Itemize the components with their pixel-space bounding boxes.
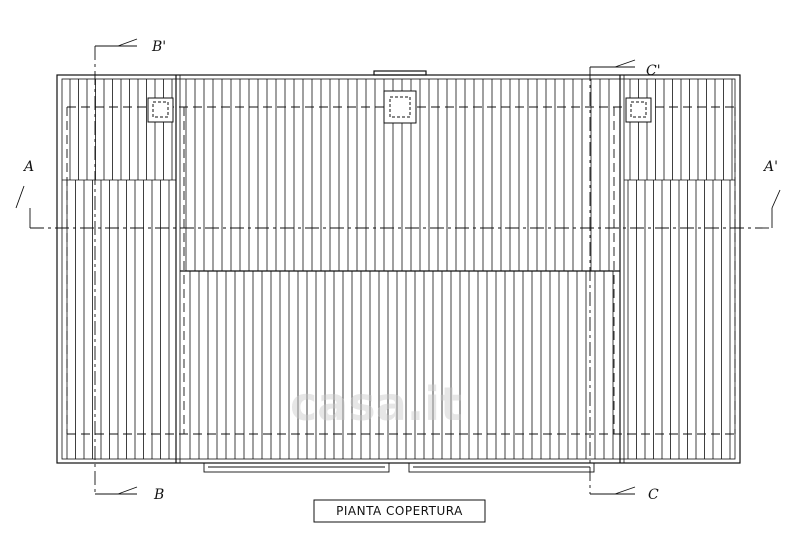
section-line-b (94, 38, 138, 495)
balcony-right (408, 462, 595, 473)
drawing-title: PIANTA COPERTURA (336, 504, 463, 518)
section-label-b-top: B' (151, 39, 166, 55)
section-line-c (589, 59, 636, 495)
title-block: PIANTA COPERTURA (313, 499, 486, 523)
balcony-left (203, 462, 390, 473)
section-label-b-bottom: B (153, 487, 164, 503)
watermark-logo: casa.it (290, 377, 462, 431)
section-label-c-top: C' (646, 63, 661, 79)
section-label-c-bottom: C (648, 487, 659, 503)
section-line-a (15, 185, 781, 229)
section-label-a-left: A (22, 159, 34, 175)
skylight-right (625, 97, 652, 123)
roof-tile-strips (66, 79, 733, 459)
skylight-left (147, 97, 174, 123)
skylight-center (383, 90, 417, 124)
section-label-a-right: A' (762, 159, 778, 175)
eave-dashed-lines (66, 106, 736, 435)
